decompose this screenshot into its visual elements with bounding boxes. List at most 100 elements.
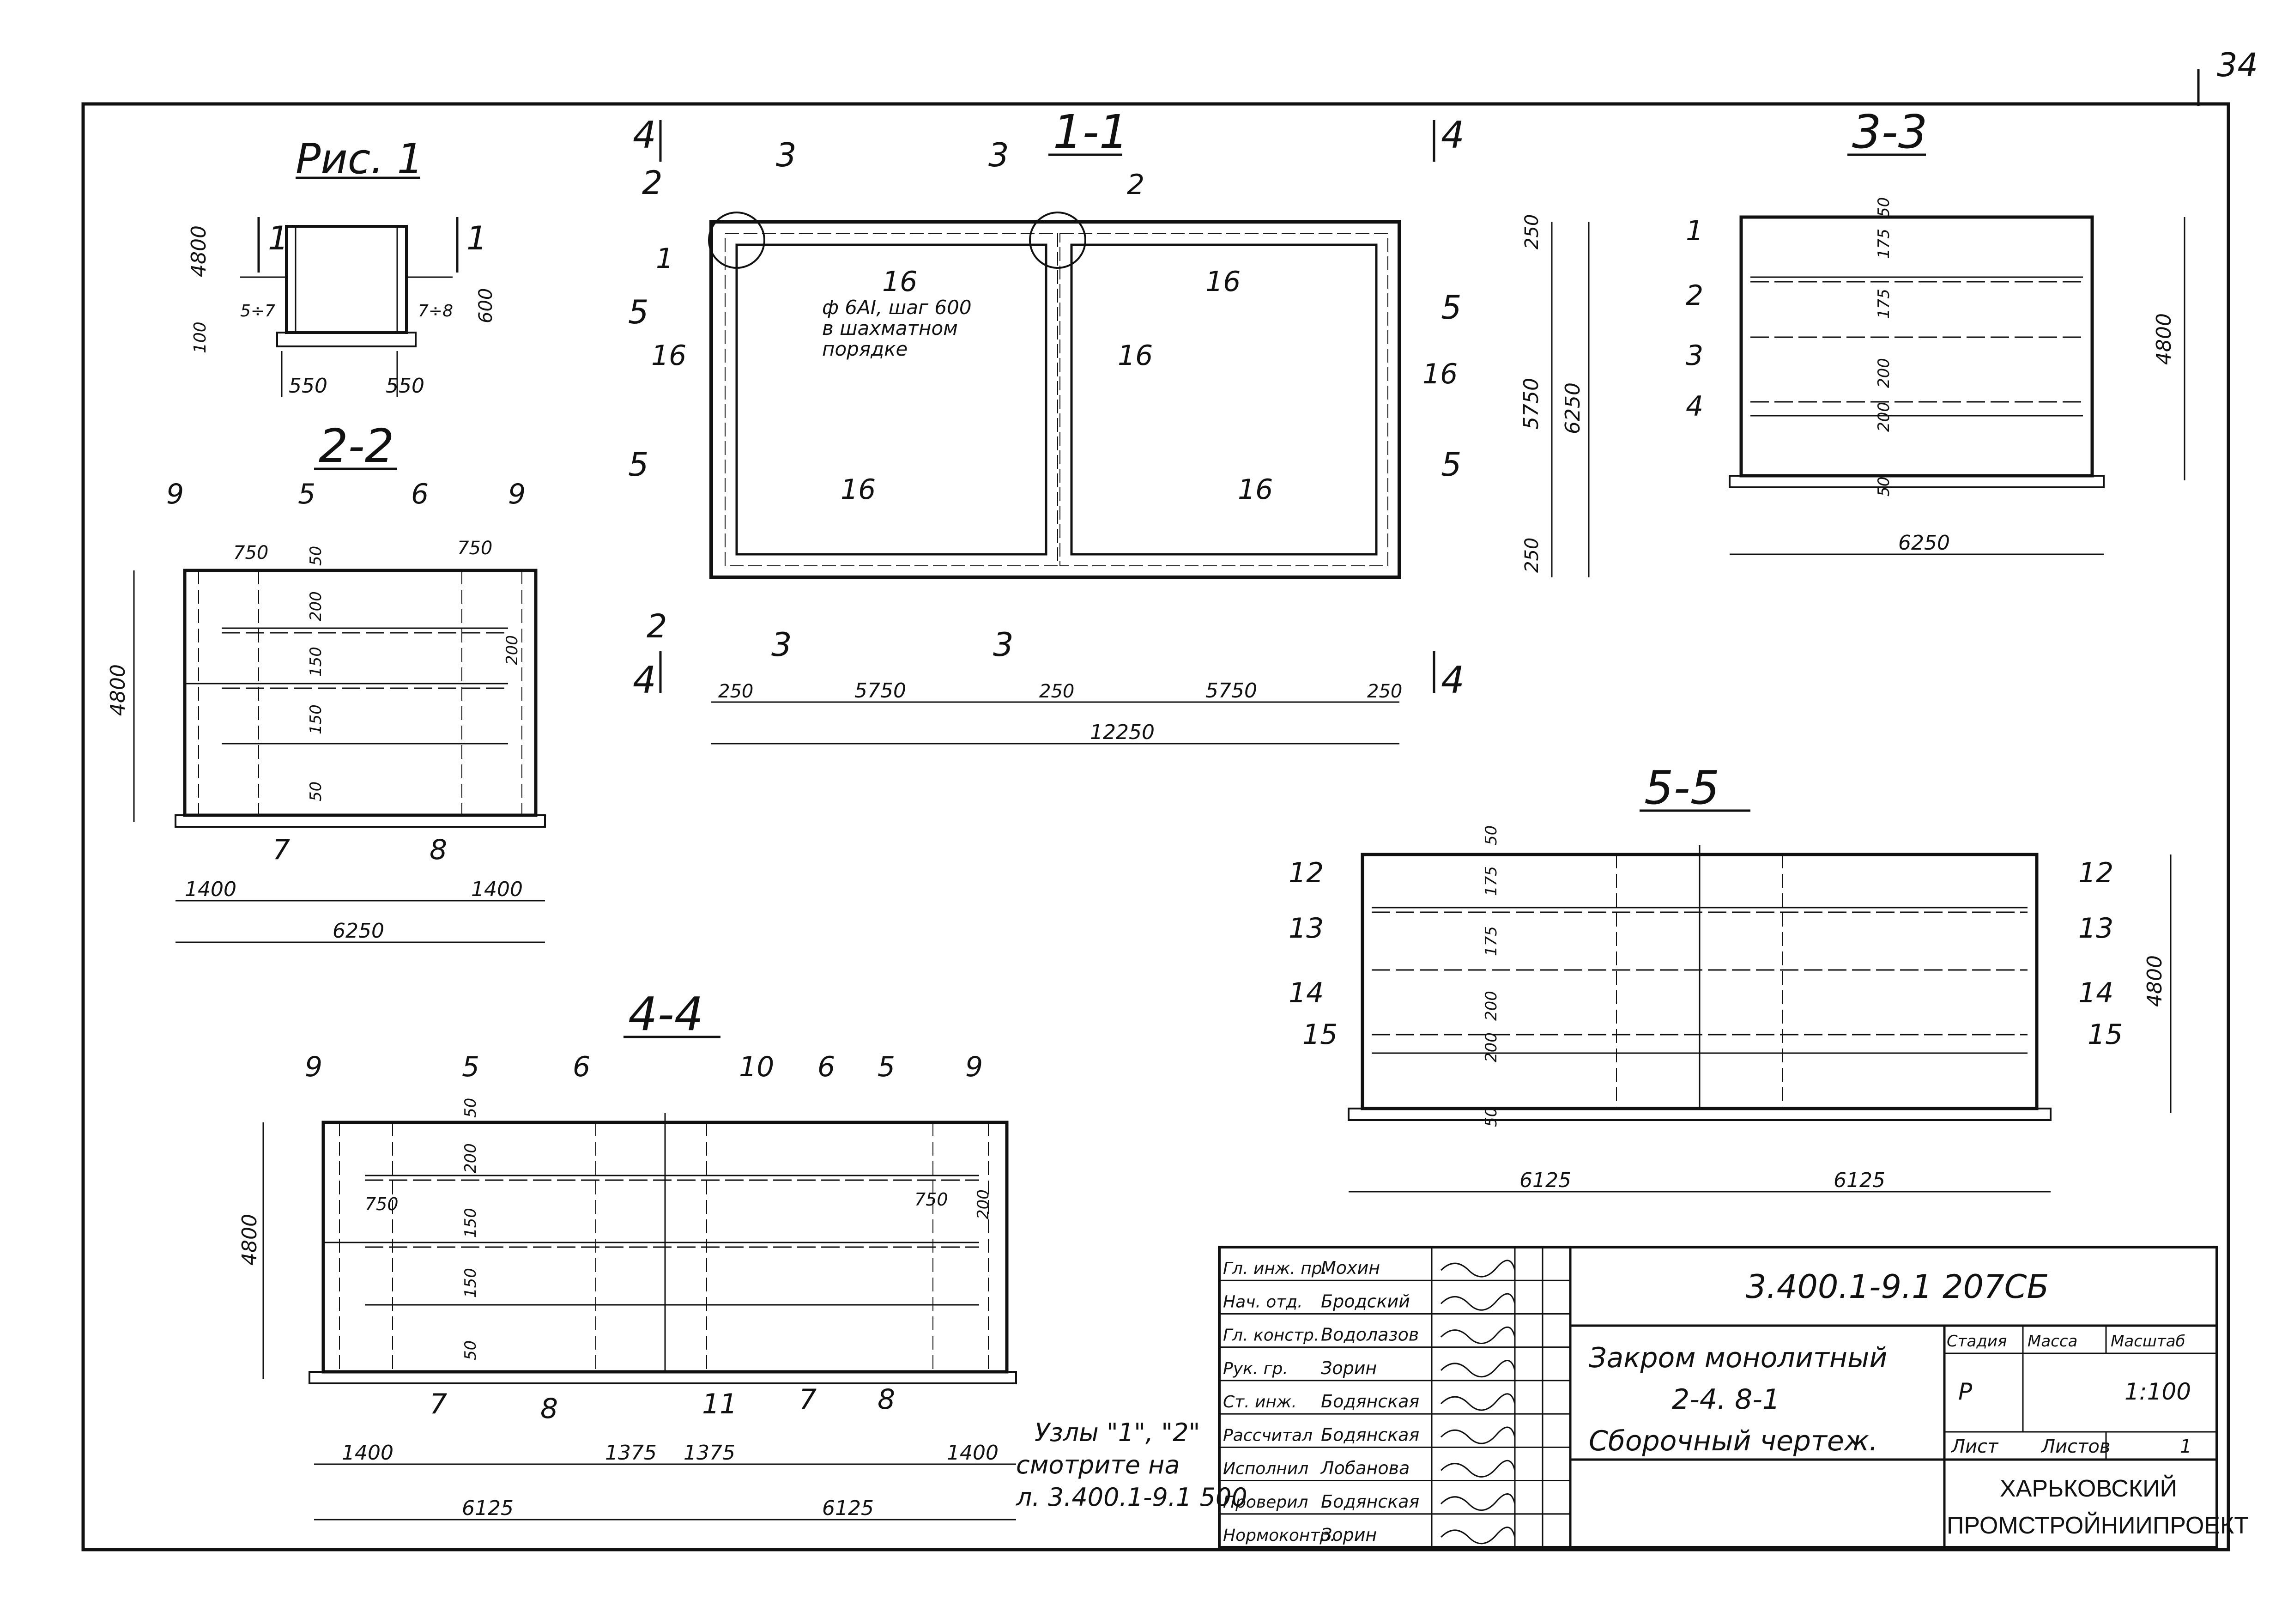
section-5-5-sp-5: 200 <box>1482 1032 1501 1062</box>
drawing-frame: 34 <box>81 46 2258 1551</box>
cut-5-right-top: 5 <box>1441 289 1462 327</box>
signature-role: Гл. констр. <box>1223 1326 1319 1345</box>
section-2-2-mark-8: 8 <box>430 834 447 866</box>
fig-1-width-left: 550 <box>289 374 327 398</box>
cut-2-bottom: 2 <box>647 607 667 645</box>
note-line-2: смотрите на <box>1016 1450 1180 1479</box>
dim-h-3: 250 <box>1039 681 1074 702</box>
mark-16-a: 16 <box>882 266 917 298</box>
section-2-2-dim-750-right: 750 <box>457 538 492 559</box>
signature-name: Водолазов <box>1321 1325 1419 1345</box>
fig-1-cut-left: 1 <box>268 219 289 257</box>
section-4-4-mark-6-right: 6 <box>817 1051 835 1083</box>
fig-1-sublabel-right: 7÷8 <box>418 302 453 321</box>
section-1-1: 1-1 4 4 4 4 2 2 3 3 3 3 5 5 5 5 1 2 1 <box>628 105 1590 745</box>
signature-role: Гл. инж. пр. <box>1223 1259 1327 1278</box>
section-2-2-mark-5: 5 <box>298 478 315 510</box>
section-4-4-mark-11: 11 <box>702 1388 737 1420</box>
cut-4-bottom-left: 4 <box>633 659 656 702</box>
cut-5-right-bottom: 5 <box>1441 446 1462 484</box>
handwritten-signature <box>1440 1460 1516 1478</box>
signature-role: Исполнил <box>1223 1460 1308 1479</box>
signature-name: Зорин <box>1321 1358 1377 1378</box>
section-2-2-mark-7: 7 <box>272 834 290 866</box>
cut-5-left-top: 5 <box>628 293 649 331</box>
cut-2-top: 2 <box>642 164 663 202</box>
doc-code: 3.400.1-9.1 207СБ <box>1746 1268 2049 1306</box>
section-4-4-mark-6-left: 6 <box>573 1051 590 1083</box>
section-2-2-mark-9-right: 9 <box>508 478 526 510</box>
cut-3-bottom-right: 3 <box>993 626 1014 664</box>
object-line-1: Закром монолитный <box>1589 1342 1887 1374</box>
signature-role: Рассчитал <box>1223 1426 1313 1445</box>
section-3-3-height: 4800 <box>2152 313 2176 365</box>
section-5-5-sp-6: 50 <box>1482 1107 1501 1127</box>
mark-2-detail: 2 <box>1127 169 1144 201</box>
section-4-4-dim-h-3: 1375 <box>684 1441 735 1465</box>
section-2-2-mark-9-left: 9 <box>166 478 184 510</box>
section-4-4-mark-8-right: 8 <box>878 1383 895 1416</box>
section-4-4-mark-10: 10 <box>739 1051 774 1083</box>
col-stage: Стадия <box>1947 1332 2007 1351</box>
section-2-2-mark-6: 6 <box>411 478 429 510</box>
mark-16-g: 16 <box>1238 473 1273 506</box>
scale-value: 1:100 <box>2125 1378 2191 1405</box>
cut-4-top-left: 4 <box>633 114 656 157</box>
section-1-1-title: 1-1 <box>1053 105 1128 159</box>
section-4-4-dim-h-1: 1400 <box>342 1441 393 1465</box>
signature-role: Нормоконтр. <box>1223 1526 1336 1545</box>
section-4-4-height: 4800 <box>238 1214 261 1266</box>
section-4-4-dim-h-4: 1400 <box>947 1441 999 1465</box>
rebar-note-line-3: порядке <box>822 338 908 360</box>
section-4-4-mark-8-left: 8 <box>540 1393 558 1425</box>
section-4-4-mark-7-left: 7 <box>430 1388 447 1420</box>
section-2-2-sp-5: 50 <box>307 782 325 801</box>
title-block: 3.400.1-9.1 207СБ Закром монолитный 2-4.… <box>1218 1246 2249 1549</box>
handwritten-signature <box>1440 1293 1516 1311</box>
object-line-3: Сборочный чертеж. <box>1589 1425 1878 1457</box>
section-2-2-title: 2-2 <box>319 419 394 473</box>
page-number: 34 <box>2217 46 2258 84</box>
cut-3-top-left: 3 <box>776 136 797 174</box>
section-3-3-mark-1: 1 <box>1686 215 1703 247</box>
handwritten-signature <box>1440 1360 1516 1378</box>
signature-name: Бродский <box>1321 1291 1410 1311</box>
mark-16-f: 16 <box>841 473 876 506</box>
section-2-2-sp-4: 150 <box>307 704 325 734</box>
mark-16-b: 16 <box>1205 266 1241 298</box>
section-4-4-title: 4-4 <box>628 987 703 1041</box>
cut-4-top-right: 4 <box>1441 114 1465 157</box>
section-2-2-sp-3: 150 <box>307 647 325 677</box>
section-2-2-right-spacing: 200 <box>503 635 521 665</box>
section-2-2-dim-1400-right: 1400 <box>471 878 523 901</box>
signature-name: Мохин <box>1321 1258 1380 1278</box>
section-3-3-title: 3-3 <box>1852 105 1927 159</box>
section-5-5-mark-12-right: 12 <box>2078 857 2113 889</box>
section-3-3-sp-4: 200 <box>1875 358 1893 388</box>
section-3-3-width: 6250 <box>1898 531 1950 555</box>
section-4-4-sp-2: 200 <box>461 1143 480 1173</box>
handwritten-signature <box>1440 1393 1516 1411</box>
section-2-2-height: 4800 <box>106 664 130 716</box>
section-3-3-sp-5: 200 <box>1875 402 1893 432</box>
fig-1-dim-bottom: 100 <box>191 321 210 353</box>
handwritten-signature <box>1440 1326 1516 1344</box>
dim-1-1-mid: 5750 <box>1519 378 1543 430</box>
mark-16-d: 16 <box>1118 339 1153 372</box>
col-scale: Масштаб <box>2111 1332 2185 1351</box>
sheets-label: Листов <box>2040 1436 2110 1457</box>
section-5-5-mark-13-right: 13 <box>2078 912 2113 945</box>
fig-1-height: 4800 <box>187 225 211 277</box>
section-2-2-width: 6250 <box>333 919 384 943</box>
section-3-3-mark-2: 2 <box>1686 279 1703 312</box>
section-4-4: 4-4 9 5 6 10 6 5 9 7 8 11 7 8 50 200 150… <box>238 987 1017 1521</box>
section-5-5-sp-3: 175 <box>1482 926 1501 956</box>
cut-3-bottom-left: 3 <box>771 626 792 664</box>
section-4-4-mark-5-right: 5 <box>878 1051 895 1083</box>
section-4-4-mark-9-right: 9 <box>965 1051 983 1083</box>
dim-1-1-total-height: 6250 <box>1561 382 1585 434</box>
mark-1-detail: 1 <box>656 242 673 275</box>
section-2-2-dim-750-left: 750 <box>233 542 268 564</box>
rebar-note-line-1: ф 6АI, шаг 600 <box>822 296 972 319</box>
